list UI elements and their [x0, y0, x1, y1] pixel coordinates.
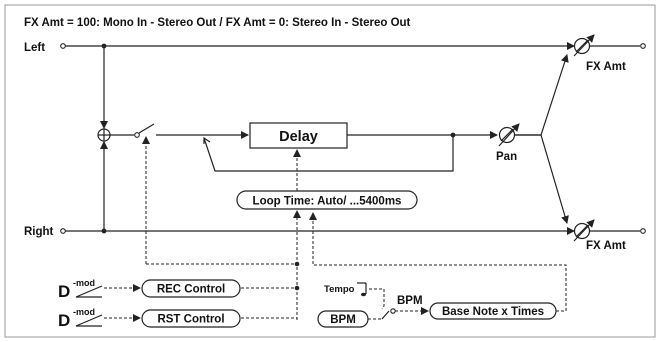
- left-input-label: Left: [24, 42, 45, 54]
- fx-amt-top-label: FX Amt: [586, 61, 626, 73]
- note-icon: [357, 282, 367, 297]
- bpm-box-label: BPM: [330, 314, 356, 326]
- delay-block: [249, 122, 348, 149]
- dmod-2-icon: D -mod: [58, 307, 103, 330]
- bpm-switch-icon: [390, 308, 396, 314]
- left-input-jack: [60, 43, 66, 49]
- delay-label: Delay: [279, 129, 318, 145]
- diagram-border: [4, 4, 656, 338]
- fx-amt-bottom-knob-icon: [573, 219, 595, 242]
- svg-text:D: D: [58, 282, 70, 301]
- switch-icon: [134, 123, 155, 138]
- fx-amt-bottom-label: FX Amt: [586, 240, 626, 252]
- diagram-title: FX Amt = 100: Mono In - Stereo Out / FX …: [24, 17, 411, 29]
- svg-text:D: D: [58, 311, 70, 330]
- bpm-switch-label: BPM: [397, 295, 423, 307]
- rec-control-label: REC Control: [157, 284, 225, 296]
- tempo-label: Tempo: [324, 284, 355, 295]
- rst-control-label: RST Control: [157, 314, 224, 326]
- right-input-label: Right: [24, 226, 54, 238]
- pan-label: Pan: [496, 151, 517, 163]
- summing-junction-icon: [97, 128, 111, 142]
- rec-control-box: [141, 279, 241, 298]
- base-note-label: Base Note x Times: [442, 306, 544, 318]
- dmod-1-icon: D -mod: [58, 278, 103, 301]
- left-output-jack: [640, 43, 646, 49]
- right-input-jack: [60, 228, 66, 234]
- svg-text:-mod: -mod: [73, 278, 95, 288]
- pan-knob-icon: [498, 123, 520, 147]
- loop-time-label: Loop Time: Auto/ ...5400ms: [253, 196, 402, 208]
- rst-control-box: [141, 309, 241, 328]
- fx-amt-top-knob-icon: [573, 34, 595, 57]
- svg-text:-mod: -mod: [73, 307, 95, 317]
- loop-time-box: [236, 190, 418, 210]
- right-output-jack: [640, 228, 646, 234]
